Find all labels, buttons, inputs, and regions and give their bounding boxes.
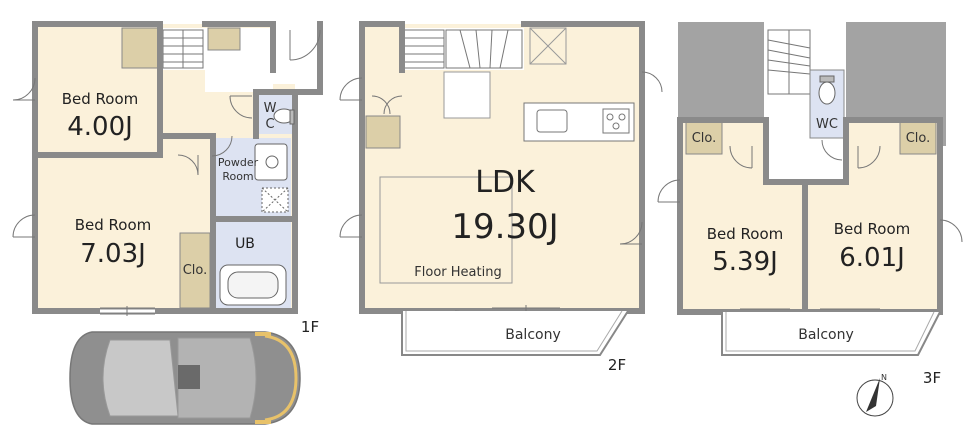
floor-1-closet-bedroom [179, 232, 211, 309]
floor-2-stair-white [402, 28, 524, 70]
floor-2-floor-heating-label: Floor Heating [414, 265, 501, 280]
floor-1-entry [273, 24, 321, 84]
floor-3-void-left [678, 22, 764, 122]
floor-1-powder-room-line2: Room [222, 170, 253, 183]
floor-3-toilet [818, 81, 836, 105]
floor-2-kitchen [523, 102, 635, 142]
floor-2-fill [362, 24, 642, 311]
floor-3-bedroom-b-label: Bed Room [834, 220, 911, 238]
floor-2-stairs [403, 29, 523, 69]
floor-2-balcony-label: Balcony [505, 327, 561, 343]
floor-2-floor-heating [379, 176, 513, 284]
floor-3-closet-right-label: Clo. [906, 131, 931, 146]
floor-2-ldk-label: LDK [475, 165, 536, 200]
floor-1-bedroom-b-label: Bed Room [75, 216, 152, 234]
floor-3-closet-left-label: Clo. [692, 131, 717, 146]
floor-1-closet-label: Clo. [183, 263, 208, 278]
compass-north-label: N [881, 373, 887, 382]
floor-3-bedroom-a-size: 5.39J [712, 247, 778, 277]
floor-2-floor-label: 2F [608, 356, 626, 374]
floor-1-powder-room-line1: Powder [218, 156, 259, 169]
floor-3-wc-label: WC [816, 117, 838, 132]
floor-2-ldk-size: 19.30J [451, 207, 558, 247]
floor-1-fixtures [219, 108, 295, 306]
kitchen-sink [536, 109, 568, 133]
floor-1-bedroom-a-size: 4.00J [67, 112, 133, 142]
floor-2-stairwell [443, 71, 491, 119]
floor-1-floor-label: 1F [301, 318, 319, 336]
floor-1-bedroom-b-size: 7.03J [80, 239, 146, 269]
floor-3: Clo. Clo. WC Bed Room 5.39J Bed Room 6.0… [657, 22, 963, 387]
compass-icon: N [856, 373, 894, 417]
floor-1-stairs [162, 29, 204, 69]
floor-3-closet-right [899, 121, 937, 155]
floor-1-doors [12, 29, 321, 316]
floor-1-bedroom-a-label: Bed Room [62, 90, 139, 108]
floor-1-wc-label-w: W [264, 101, 277, 116]
floor-3-closet-left [685, 121, 723, 155]
floor-3-balcony-label: Balcony [798, 327, 854, 343]
floor-3-floor-label: 3F [923, 369, 941, 387]
car-icon [69, 331, 301, 425]
floor-3-stairs [767, 29, 811, 95]
floor-1-closet-top [121, 27, 159, 69]
floor-1-closet-hall [207, 27, 241, 51]
floor-2-closet [365, 115, 401, 149]
floor-2-balcony [401, 310, 629, 356]
floor-3-bedroom-a-label: Bed Room [707, 225, 784, 243]
floor-3-balcony [721, 311, 941, 356]
floor-3-bedroom-b-size: 6.01J [839, 243, 905, 273]
floor-1: Bed Room 4.00J Bed Room 7.03J W C Powder… [12, 21, 323, 425]
floor-1-ub-label: UB [235, 236, 255, 252]
floor-1-wc-label-c: C [265, 117, 274, 132]
floor-2: LDK 19.30J Floor Heating Balcony 2F [339, 21, 663, 374]
